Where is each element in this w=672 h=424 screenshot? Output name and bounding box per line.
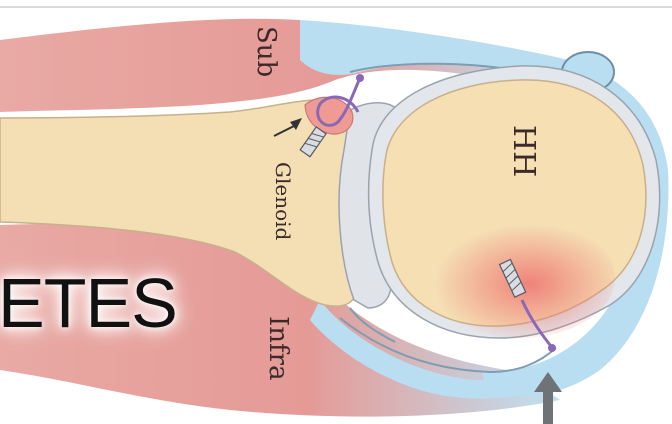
overlay-caption: ETES: [0, 268, 177, 338]
label-sub: Sub: [251, 26, 281, 77]
label-glenoid: Glenoid: [271, 162, 295, 241]
anterior-suture-knot: [356, 74, 364, 82]
hill-sachs-lesion: [425, 218, 615, 338]
posterior-suture-knot: [548, 344, 556, 352]
label-infra: Infra: [263, 316, 293, 381]
label-hh: HH: [506, 125, 541, 177]
